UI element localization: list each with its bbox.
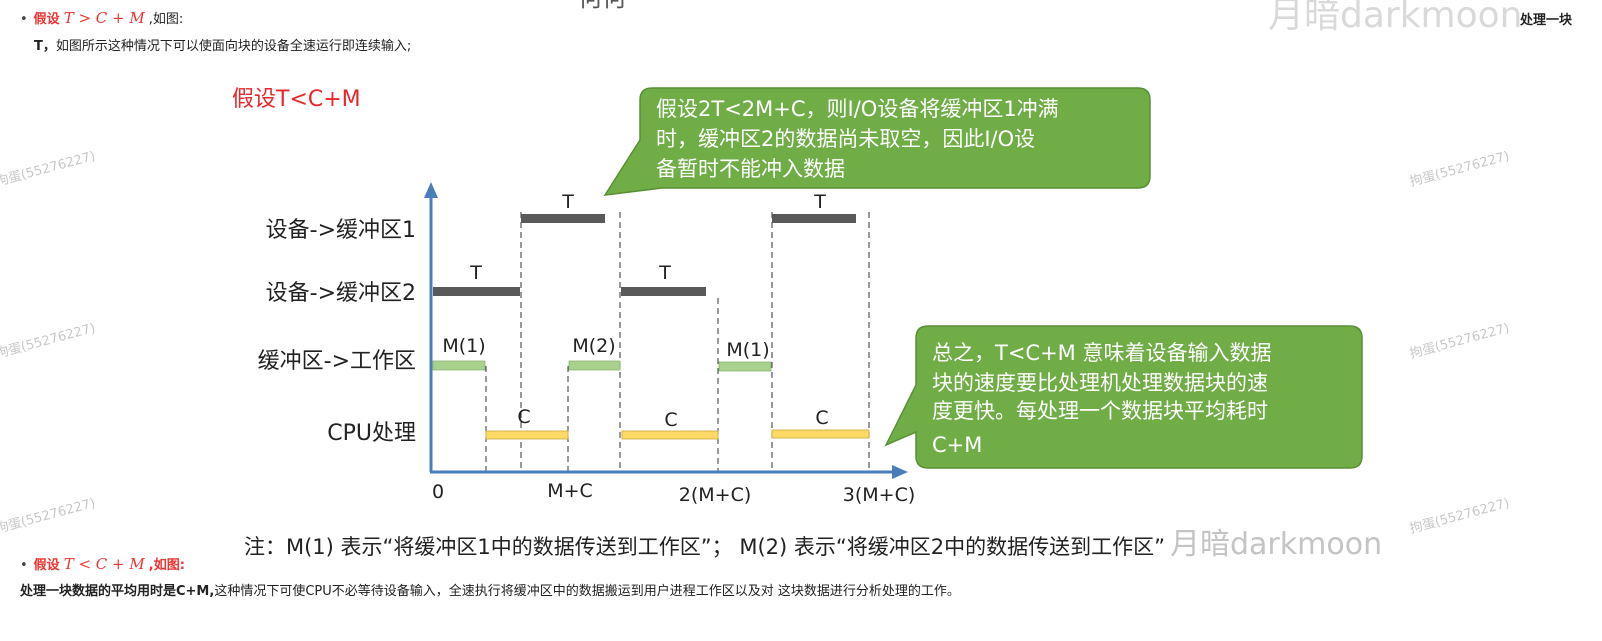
callout-right-line-1: 总之，T<C+M 意味着设备输入数据 — [932, 341, 1271, 365]
watermark-right-1: 拘蛋(55276227) — [1408, 148, 1512, 190]
watermark-left-1: 拘蛋(55276227) — [0, 148, 98, 190]
top-partial-text: 何何 — [578, 0, 626, 13]
y-axis-arrow — [424, 182, 438, 198]
row-label-buffer2: 设备->缓冲区2 — [266, 281, 416, 306]
diagram-note: 注：M(1) 表示“将缓冲区1中的数据传送到工作区”； M(2) 表示“将缓冲区… — [244, 535, 1165, 559]
x-tick-2: 2(M+C) — [679, 484, 752, 506]
bar-cpu-c — [771, 429, 870, 439]
callout-top-line-1: 假设2T<2M+C，则I/O设备将缓冲区1冲满 — [656, 97, 1059, 121]
explanation-text: 如图所示这种情况下可以使面向块的设备全速运行即连续输入; — [55, 39, 412, 54]
x-tick-0: 0 — [432, 481, 444, 503]
label-work-b: M(2) — [572, 335, 615, 357]
x-tick-3: 3(M+C) — [843, 484, 916, 506]
bar-buffer1-a — [521, 214, 605, 223]
bar-cpu-b — [621, 430, 719, 440]
callout-right-line-2: 块的速度要比处理机处理数据块的速 — [932, 371, 1268, 395]
label-cpu-a: C — [517, 406, 530, 428]
watermark-top: 月暗darkmoon — [1268, 0, 1523, 36]
label-buffer1-b: T — [813, 191, 826, 213]
bar-cpu-a — [485, 430, 569, 440]
bar-buffer1-b — [772, 214, 856, 223]
formula: T > C + M — [63, 9, 145, 27]
label-buffer2-a: T — [469, 262, 482, 284]
formula: T < C + M — [63, 555, 145, 573]
row-label-cpu: CPU处理 — [327, 421, 416, 446]
callout-top-line-2: 时，缓冲区2的数据尚未取空，因此I/O设 — [656, 127, 1035, 151]
explanation-text: 这种情况下可使CPU不必等待设备输入，全速执行将缓冲区中的数据搬运到用户进程工作… — [214, 584, 960, 599]
watermark-right-2: 拘蛋(55276227) — [1408, 320, 1512, 362]
watermark-left-3: 拘蛋(55276227) — [0, 495, 98, 537]
bullet-icon: • — [20, 558, 28, 573]
diagram-title: 假设T<C+M — [232, 87, 361, 112]
assumption-prefix: 假设 — [33, 558, 60, 573]
assumption-suffix: ,如图: — [148, 12, 184, 27]
bar-buffer2-a — [433, 287, 520, 296]
watermark-left-2: 拘蛋(55276227) — [0, 320, 98, 362]
callout-top — [603, 87, 1151, 196]
explanation-line-1: T，如图所示这种情况下可以使面向块的设备全速运行即连续输入; — [34, 35, 411, 54]
callout-top-line-3: 备暂时不能冲入数据 — [656, 157, 845, 181]
explanation-line-2: 处理一块数据的平均用时是C+M,这种情况下可使CPU不必等待设备输入，全速执行将… — [20, 580, 960, 599]
timing-diagram: 假设T<C+M 假设2T<2M+C，则I/O设备将缓冲区1冲满 时，缓冲区2的数… — [232, 87, 1380, 562]
watermark-bottom: 月暗darkmoon — [1170, 527, 1380, 562]
right-cut-text: 处理一块 — [1520, 13, 1573, 28]
assumption-suffix: ,如图: — [148, 558, 185, 573]
bar-work-b — [568, 360, 621, 371]
row-label-workarea: 缓冲区->工作区 — [258, 349, 416, 374]
label-work-c: M(1) — [726, 339, 769, 361]
explanation-bold: 处理一块数据的平均用时是C+M, — [20, 584, 215, 599]
explanation-bold: T， — [34, 39, 56, 54]
x-axis-arrow — [892, 465, 908, 479]
label-buffer2-b: T — [658, 262, 671, 284]
x-tick-1: M+C — [547, 480, 593, 502]
watermark-right-3: 拘蛋(55276227) — [1408, 495, 1512, 537]
callout-right-line-4: C+M — [932, 433, 982, 457]
label-cpu-c: C — [815, 407, 828, 429]
bar-work-c — [718, 361, 772, 372]
label-cpu-b: C — [664, 409, 677, 431]
time-dividers — [485, 212, 870, 472]
label-buffer1-a: T — [561, 191, 574, 213]
callout-right-line-3: 度更快。每处理一个数据块平均耗时 — [932, 399, 1268, 423]
label-work-a: M(1) — [442, 335, 485, 357]
row-label-buffer1: 设备->缓冲区1 — [266, 218, 416, 243]
bullet-icon: • — [20, 12, 28, 27]
callout-right — [884, 325, 1363, 469]
bar-work-a — [432, 360, 486, 371]
bar-buffer2-b — [621, 287, 706, 296]
assumption-prefix: 假设 — [33, 12, 60, 27]
